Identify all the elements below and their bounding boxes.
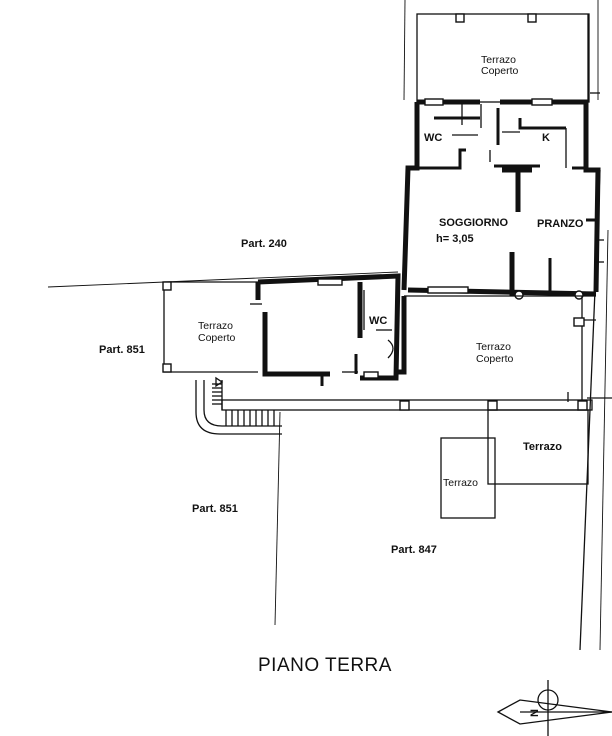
label-kitchen: K	[542, 132, 550, 144]
room-labels: Terrazo Coperto WC K SOGGIORNO h= 3,05 P…	[198, 54, 584, 489]
label-wc-annex: WC	[369, 315, 387, 327]
north-arrow-letter: N	[529, 709, 541, 717]
label-part-240: Part. 240	[241, 238, 287, 250]
main-house	[401, 98, 604, 300]
boundary-line-south	[274, 411, 281, 626]
label-part-847: Part. 847	[391, 544, 437, 556]
label-pranzo: PRANZO	[537, 218, 584, 230]
label-terrazo-low: Terrazo	[443, 477, 478, 489]
annex	[250, 273, 401, 386]
label-terrazo-right-2: Coperto	[476, 353, 514, 365]
boundary-line-west	[47, 271, 399, 288]
walkway	[221, 397, 612, 411]
label-terrazo-top-1: Terrazo	[481, 54, 516, 66]
label-part-851-left: Part. 851	[99, 344, 145, 356]
site-boundaries	[47, 0, 609, 651]
label-terrazo-left-2: Coperto	[198, 332, 236, 344]
label-part-851-bottom: Part. 851	[192, 503, 238, 515]
label-height: h= 3,05	[436, 233, 474, 245]
label-soggiorno: SOGGIORNO	[439, 217, 509, 229]
label-terrazo-top-2: Coperto	[481, 65, 519, 77]
label-terrazo-small: Terrazo	[523, 441, 562, 453]
north-arrow-icon: N	[496, 680, 612, 736]
terrace-lower	[440, 409, 589, 519]
terrace-right	[396, 295, 596, 405]
boundary-line-east-outer	[599, 229, 609, 651]
label-wc-main: WC	[424, 132, 442, 144]
label-terrazo-right-1: Terrazo	[476, 341, 511, 353]
terrace-left	[162, 281, 258, 373]
label-terrazo-left-1: Terrazo	[198, 320, 233, 332]
parcel-labels: Part. 240 Part. 851 Part. 851 Part. 847	[99, 238, 437, 556]
boundary-line-north	[403, 0, 406, 101]
staircase	[195, 376, 282, 435]
plan-title: PIANO TERRA	[258, 655, 392, 676]
